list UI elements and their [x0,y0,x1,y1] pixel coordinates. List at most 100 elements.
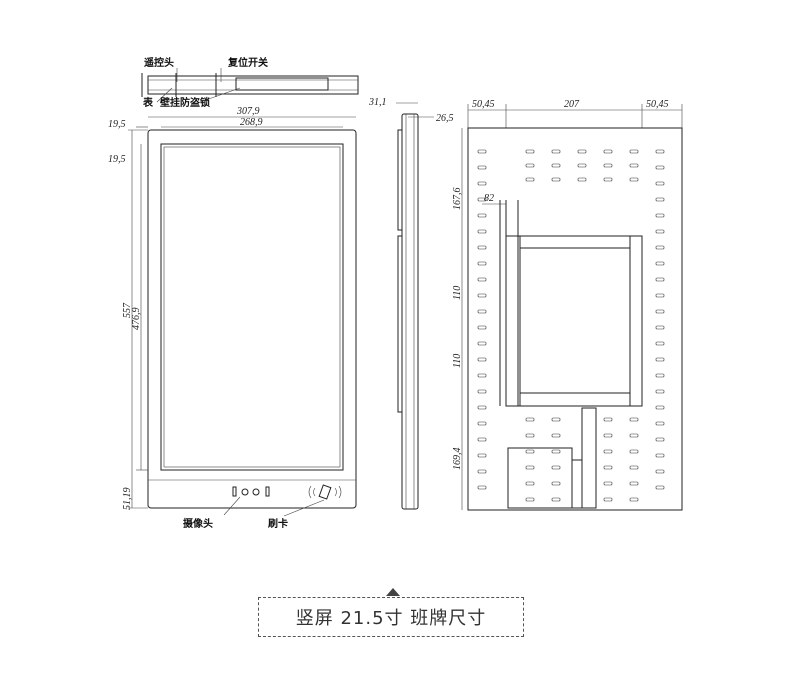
front-view: 307,9 268,9 19,5 19,5 557 476,9 51,19 [108,106,357,530]
dim-front-height-inner: 476,9 [131,308,142,331]
vent-slot [525,449,535,454]
vent-slot [603,481,613,486]
vent-slot [629,465,639,470]
dim-side-depth: 31,1 [368,97,387,108]
vent-slot [629,497,639,502]
vent-slot [551,449,561,454]
vent-slot [655,357,665,362]
vent-slot [477,357,487,362]
dim-front-margin-x: 19,5 [108,119,126,130]
label-card-swipe: 刷卡 [268,517,288,530]
vent-slot [525,163,535,168]
vent-slot [525,433,535,438]
vent-slot [477,261,487,266]
vent-slot [525,465,535,470]
vent-slot [551,149,561,154]
back-view: 50,45 207 50,45 167,6 110 110 169,4 82 [452,99,683,511]
vent-slot [629,433,639,438]
vent-slot [655,229,665,234]
vent-slot [655,389,665,394]
vent-slot [477,309,487,314]
dim-back-mid2: 110 [452,354,463,368]
dim-back-bottom: 169,4 [452,448,463,471]
dim-front-bottom: 51,19 [122,488,133,511]
label-reset-switch: 复位开关 [227,56,268,69]
vent-slot [655,469,665,474]
vent-slot [525,149,535,154]
vent-slot [629,481,639,486]
dim-front-width-inner: 268,9 [240,117,263,128]
dim-front-width-outer: 307,9 [236,106,260,117]
vent-slot [551,177,561,182]
vent-slot [655,453,665,458]
vent-slot [477,453,487,458]
vent-slot [551,481,561,486]
vent-slot [655,421,665,426]
vent-slot [477,389,487,394]
vent-slot [477,165,487,170]
vent-slot [655,149,665,154]
vent-slot [551,497,561,502]
vent-slot [655,293,665,298]
vent-slot [655,261,665,266]
vent-slot [603,465,613,470]
vent-slot [477,229,487,234]
vent-slot [525,481,535,486]
vent-slot [477,213,487,218]
vent-slot [477,293,487,298]
dim-front-margin-y: 19,5 [108,154,126,165]
label-meter: 表 [142,96,154,109]
vent-slot [477,405,487,410]
side-view: 31,1 26,5 [368,97,454,510]
vent-slot [603,163,613,168]
vent-slot [603,449,613,454]
vent-slot [551,417,561,422]
vent-slot [603,149,613,154]
vent-slot [577,177,587,182]
vent-slot [655,437,665,442]
vent-slot [655,165,665,170]
vent-slot [525,177,535,182]
label-camera: 摄像头 [183,517,213,530]
dim-side-depth2: 26,5 [436,113,454,124]
vent-slot [477,149,487,154]
vent-slot [655,309,665,314]
vent-slot [655,325,665,330]
vent-slot [603,417,613,422]
caption-arrow-icon [386,588,400,596]
nfc-card-icon [308,484,342,500]
camera-icon [232,486,270,497]
vent-slot [655,405,665,410]
label-wall-lock: 壁挂防盗锁 [160,96,210,109]
caption-box: 竖屏 21.5寸 班牌尺寸 [258,597,524,637]
vent-slot [551,163,561,168]
vent-slot [629,449,639,454]
vent-slot [477,341,487,346]
vent-slot [603,497,613,502]
vent-slot [525,497,535,502]
vent-slot [629,417,639,422]
vent-slot [655,197,665,202]
dim-back-mid1: 110 [452,286,463,300]
vent-slot [655,341,665,346]
dim-back-small: 82 [484,193,494,204]
vent-slot [577,149,587,154]
dim-back-left: 50,45 [472,99,495,110]
vent-slot [655,181,665,186]
vent-slot [577,163,587,168]
vent-slot [477,421,487,426]
vent-slot [655,485,665,490]
vent-slot [629,149,639,154]
dim-back-top: 167,6 [452,188,463,211]
vent-slot [629,177,639,182]
top-view: 遥控头 复位开关 表 壁挂防盗锁 [141,56,359,109]
vent-slot [477,485,487,490]
vent-slots [477,149,665,502]
vent-slot [603,177,613,182]
vent-slot [551,433,561,438]
vent-slot [629,163,639,168]
dim-back-right: 50,45 [646,99,669,110]
vent-slot [477,325,487,330]
vent-slot [551,465,561,470]
